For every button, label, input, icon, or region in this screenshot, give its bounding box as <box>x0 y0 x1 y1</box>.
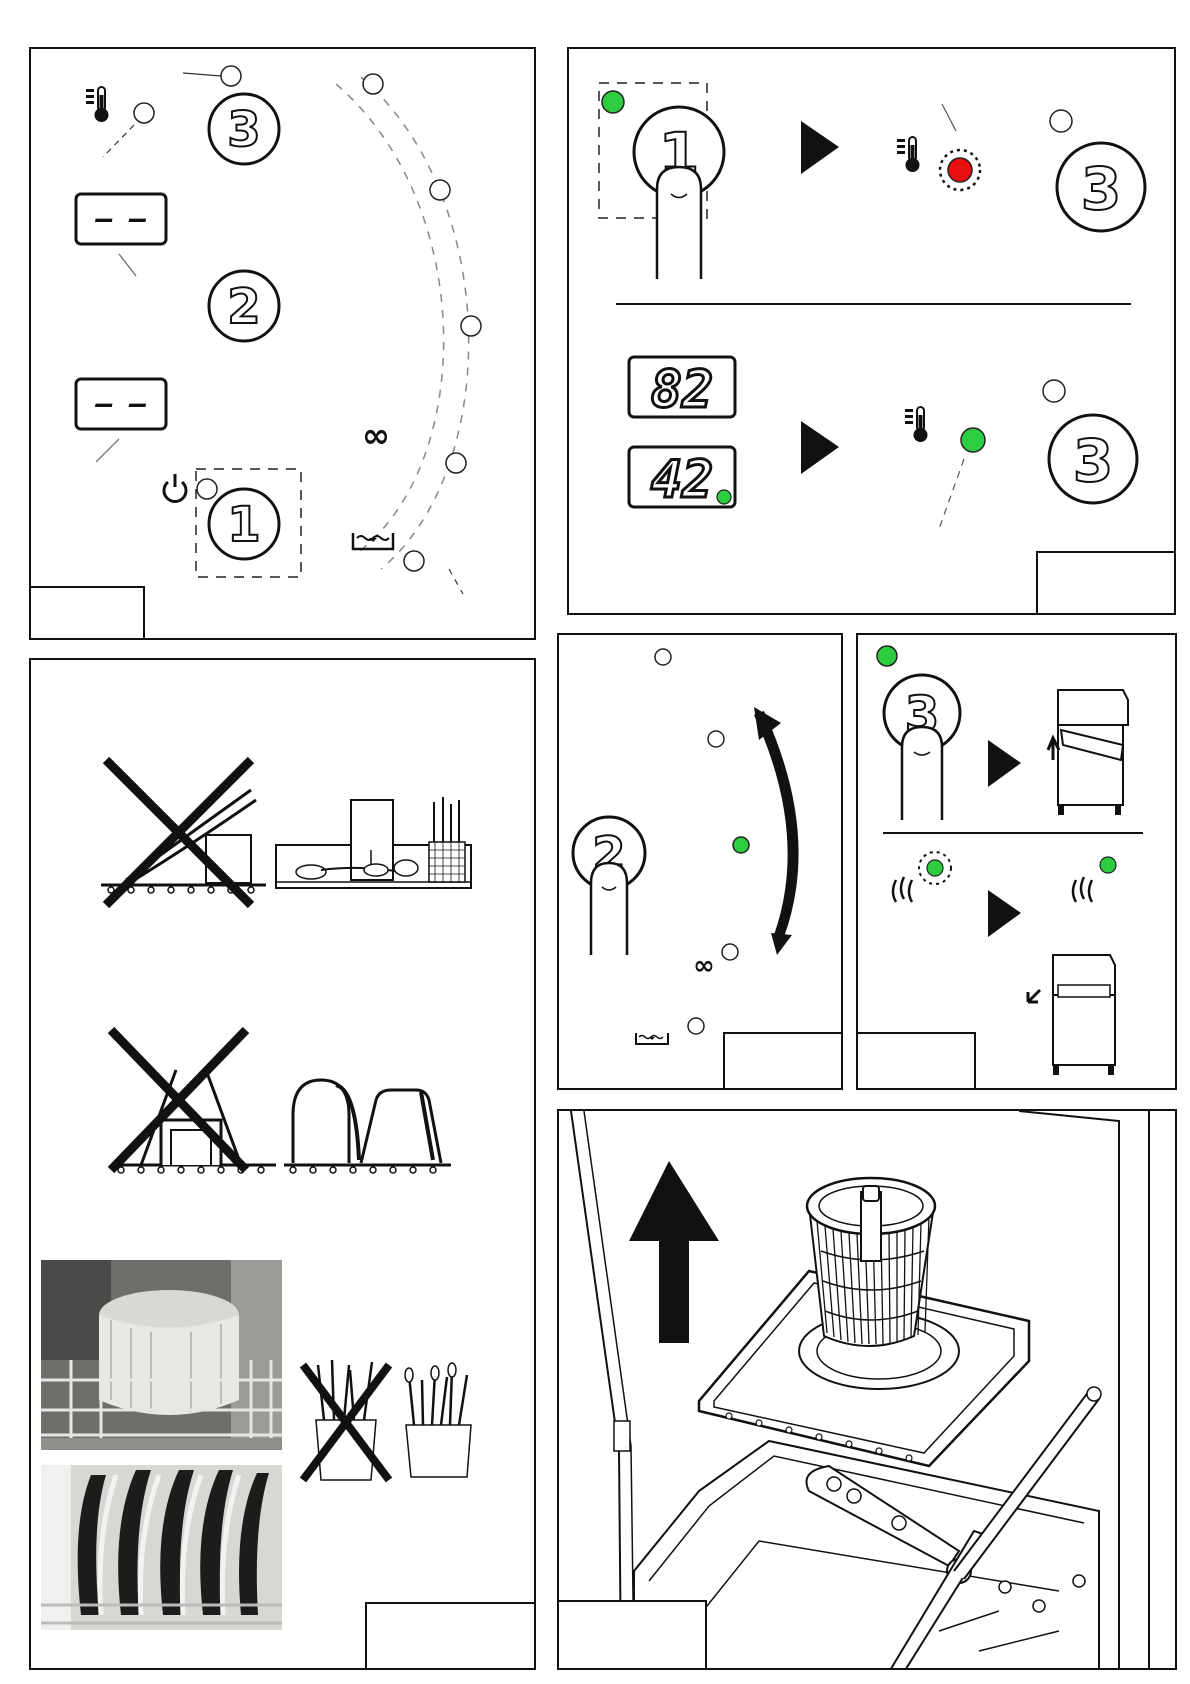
wash-led-on <box>1100 857 1116 873</box>
button-3-led <box>221 66 241 86</box>
continuous-cycle-icon: ∞ <box>693 951 715 981</box>
tank-led-green <box>717 490 731 504</box>
button-1-label: 1 <box>227 497 260 553</box>
program-led-5 <box>688 1018 704 1034</box>
wash-icon <box>1073 877 1092 902</box>
scroll-arrow-icon <box>754 711 799 937</box>
photo-plates-in-rack <box>41 1465 282 1630</box>
display-tank-value: 42 <box>651 450 714 510</box>
panel-start-cycle: 3 <box>856 633 1177 1090</box>
button-2-label: 2 <box>227 279 260 335</box>
pressing-finger-icon <box>591 863 627 955</box>
temperature-led-green <box>961 428 985 452</box>
power-led <box>197 479 217 499</box>
panel-f-tab <box>557 1600 707 1670</box>
button-3-led <box>1043 380 1065 402</box>
panel-program-select: ∞ 2 <box>557 633 843 1090</box>
arrow-right-icon <box>801 121 839 174</box>
arrow-right-icon <box>988 890 1021 937</box>
display-top-value: – – <box>95 202 147 235</box>
panel-d-tab <box>723 1032 843 1090</box>
button-3-bottom-label: 3 <box>1073 427 1113 495</box>
temperature-led-red <box>948 158 972 182</box>
correct-cutlery-basket <box>405 1363 471 1477</box>
wash-led-blinking <box>927 860 943 876</box>
panel-loading-rules <box>29 658 536 1670</box>
start-cycle-drawing: 3 <box>858 635 1177 1090</box>
program-led-4 <box>722 944 738 960</box>
wrong-stacked-items <box>101 760 266 905</box>
thermometer-icon <box>897 137 920 172</box>
panel-control-overview: 3 – – 2 – – ∞ 1 <box>29 47 536 640</box>
power-icon <box>164 474 186 501</box>
display-bottom-value: – – <box>95 387 147 420</box>
temperature-led <box>134 103 154 123</box>
program-led-5 <box>404 551 424 571</box>
continuous-cycle-icon: ∞ <box>362 416 390 456</box>
thermometer-icon <box>86 87 109 122</box>
button-3-label: 3 <box>227 102 260 158</box>
wrong-cup-loading <box>111 1030 276 1173</box>
program-led-3-active <box>733 837 749 853</box>
power-led-on <box>602 91 624 113</box>
program-led-3 <box>461 316 481 336</box>
program-led-2 <box>430 180 450 200</box>
control-overview-drawing: 3 – – 2 – – ∞ 1 <box>31 49 536 640</box>
panel-a-tab <box>29 586 145 640</box>
panel-temperature-ready: 1 3 82 42 <box>567 47 1176 615</box>
arrow-right-icon <box>801 421 839 474</box>
correct-cup-loading <box>284 1080 451 1173</box>
panel-filter-removal <box>557 1109 1177 1670</box>
thermometer-icon <box>905 407 928 442</box>
pressing-finger-icon <box>902 727 942 820</box>
machine-hood-opening-icon <box>1028 955 1115 1075</box>
panel-e-tab <box>856 1032 976 1090</box>
arrow-right-icon <box>988 740 1021 787</box>
lift-up-arrow-icon <box>629 1161 719 1343</box>
program-led-1 <box>655 649 671 665</box>
filter-removal-drawing <box>559 1111 1177 1670</box>
wash-icon <box>893 877 912 902</box>
water-fill-icon <box>636 1033 668 1044</box>
filter-basket <box>807 1178 935 1346</box>
panel-b-tab <box>1036 551 1176 615</box>
panel-c-tab <box>365 1602 536 1670</box>
pressing-finger-icon <box>657 167 701 279</box>
program-led-2 <box>708 731 724 747</box>
water-fill-icon <box>353 533 393 549</box>
program-led-1 <box>363 74 383 94</box>
program-select-drawing: ∞ 2 <box>559 635 843 1090</box>
button-3-led <box>1050 110 1072 132</box>
wrong-cutlery-basket <box>303 1360 389 1480</box>
program-led-4 <box>446 453 466 473</box>
photo-pot-in-rack <box>41 1260 282 1450</box>
temperature-ready-drawing: 1 3 82 42 <box>569 49 1176 615</box>
button-3-led-on <box>877 646 897 666</box>
correct-basket-loading <box>276 797 471 888</box>
machine-hood-closing-icon <box>1048 690 1128 815</box>
display-boiler-value: 82 <box>651 360 714 420</box>
button-3-top-label: 3 <box>1081 155 1121 223</box>
